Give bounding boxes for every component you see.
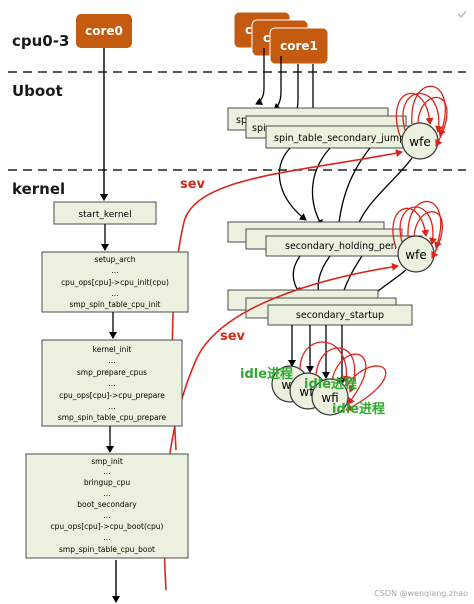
- arrow-uboot-holding-1: [278, 147, 307, 221]
- secondary-startup: secondary_startup: [296, 310, 384, 321]
- idle-wfi-circle-3: wfi: [311, 378, 349, 416]
- svg-text:smp_init: smp_init: [91, 457, 123, 466]
- idle-label-2: idle进程: [304, 377, 357, 392]
- idle-label-3: idle进程: [332, 402, 385, 417]
- svg-text:...: ...: [111, 266, 118, 275]
- uboot-box-stack: spi spi spin_table_secondary_jump: [227, 107, 427, 149]
- core1-box: core1: [269, 27, 329, 65]
- holding-wfe-loop-3: [392, 207, 430, 249]
- svg-text:smp_spin_table_cpu_init: smp_spin_table_cpu_init: [70, 300, 161, 309]
- svg-text:start_kernel: start_kernel: [78, 210, 131, 220]
- kernel-label: kernel: [12, 180, 65, 198]
- svg-text:...: ...: [103, 489, 110, 498]
- uboot-wfe-loop-1: [402, 93, 443, 133]
- svg-text:cpu_ops[cpu]->cpu_prepare: cpu_ops[cpu]->cpu_prepare: [59, 391, 165, 400]
- spin-table-secondary-jump: spin_table_secondary_jump: [274, 133, 405, 144]
- startup-stack: secondary_startup: [227, 289, 413, 326]
- sev-label-mid: sev: [220, 329, 246, 344]
- svg-text:bringup_cpu: bringup_cpu: [84, 478, 131, 487]
- holding-wfe-loop-4: [413, 211, 443, 259]
- idle-loop-1: [299, 341, 351, 383]
- expand-icon[interactable]: [456, 8, 468, 20]
- uboot-wfe-circle: wfe: [401, 122, 439, 160]
- svg-text:cpu_ops[cpu]->cpu_init(cpu): cpu_ops[cpu]->cpu_init(cpu): [61, 278, 169, 287]
- core0-box: core0: [76, 14, 132, 48]
- uboot-label: Uboot: [12, 82, 63, 100]
- uboot-wfe-loop-2: [411, 85, 446, 137]
- start-kernel-box: start_kernel: [53, 201, 157, 225]
- watermark: CSDN @wenqiang.zhao: [374, 589, 468, 598]
- arrow-core-uboot-1: [255, 48, 265, 105]
- idle-loop-3: [331, 353, 367, 405]
- setup-arch-box: setup_arch ... cpu_ops[cpu]->cpu_init(cp…: [41, 251, 189, 313]
- svg-text:...: ...: [103, 533, 110, 542]
- svg-text:wfe: wfe: [409, 135, 430, 149]
- svg-text:boot_secondary: boot_secondary: [77, 500, 137, 509]
- svg-text:cpu_ops[cpu]->cpu_boot(cpu): cpu_ops[cpu]->cpu_boot(cpu): [51, 522, 164, 531]
- svg-text:setup_arch: setup_arch: [94, 255, 135, 264]
- idle-loop-4: [345, 365, 387, 411]
- svg-text:...: ...: [108, 379, 115, 388]
- svg-text:kernel_init: kernel_init: [93, 345, 132, 354]
- svg-text:smp_prepare_cpus: smp_prepare_cpus: [77, 368, 147, 377]
- holding-wfe-circle: wfe: [397, 235, 435, 273]
- svg-text:core1: core1: [280, 39, 318, 53]
- svg-text:...: ...: [103, 511, 110, 520]
- uboot-wfe-loop-3: [395, 92, 434, 137]
- svg-text:core0: core0: [85, 24, 123, 38]
- svg-text:...: ...: [103, 467, 110, 476]
- holding-wfe-loop-2: [407, 200, 442, 249]
- svg-text:spi: spi: [252, 123, 266, 134]
- svg-text:smp_spin_table_cpu_boot: smp_spin_table_cpu_boot: [59, 545, 155, 554]
- svg-text:...: ...: [108, 402, 115, 411]
- svg-text:wfe: wfe: [405, 248, 426, 262]
- svg-text:smp_spin_table_cpu_prepare: smp_spin_table_cpu_prepare: [58, 413, 167, 422]
- kernel-init-box: kernel_init ... smp_prepare_cpus ... cpu…: [41, 339, 183, 427]
- cpu-label: cpu0-3: [12, 32, 69, 50]
- smp-init-box: smp_init ... bringup_cpu ... boot_second…: [25, 453, 189, 559]
- svg-text:...: ...: [111, 289, 118, 298]
- idle-label-1: idle进程: [240, 367, 293, 382]
- svg-text:spi: spi: [236, 115, 250, 126]
- holding-pen-stack: secondary_holding_pen: [227, 221, 423, 257]
- svg-text:wfi: wfi: [321, 391, 338, 405]
- svg-text:...: ...: [108, 356, 115, 365]
- arrow-uboot-holding-2: [311, 147, 331, 227]
- secondary-holding-pen: secondary_holding_pen: [285, 241, 397, 252]
- uboot-wfe-loop-4: [417, 96, 448, 147]
- sev-label-top: sev: [180, 177, 206, 192]
